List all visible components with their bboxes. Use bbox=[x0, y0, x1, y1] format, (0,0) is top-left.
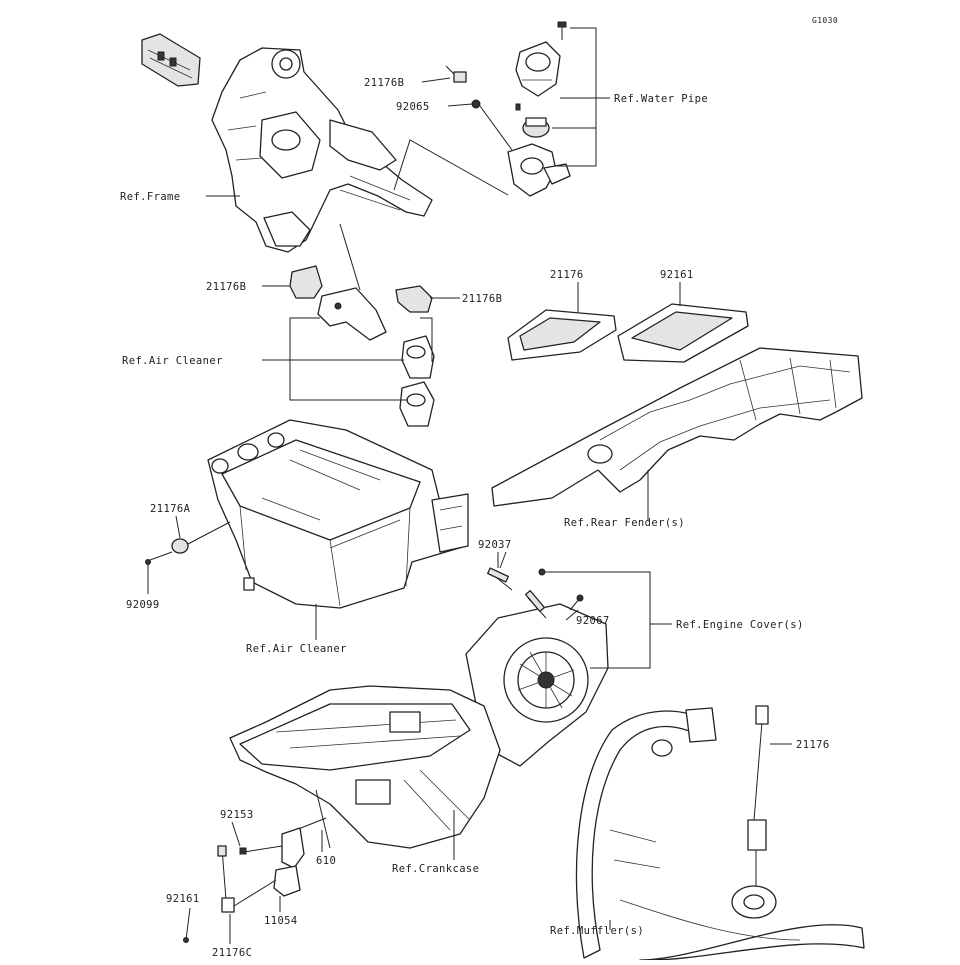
rear-fender-drawing bbox=[491, 347, 863, 520]
ref-frame-label: Ref.Frame bbox=[120, 191, 181, 203]
part-92099-label: 92099 bbox=[126, 599, 160, 611]
part-11054-label: 11054 bbox=[264, 915, 298, 927]
part-21176b-left-label: 21176B bbox=[206, 281, 246, 293]
part-21176b-right-label: 21176B bbox=[462, 293, 502, 305]
seat-parts-drawing bbox=[507, 282, 749, 363]
part-610-label: 610 bbox=[316, 855, 336, 867]
ref-crankcase-label: Ref.Crankcase bbox=[392, 863, 479, 875]
ref-air-cleaner-lower-label: Ref.Air Cleaner bbox=[246, 643, 347, 655]
part-21176-muffler-label: 21176 bbox=[796, 739, 830, 751]
sensor-assembly-bottom bbox=[183, 817, 327, 943]
part-92161-bottom-label: 92161 bbox=[166, 893, 200, 905]
leader-92065-part bbox=[479, 105, 513, 151]
crankcase-drawing bbox=[229, 685, 501, 860]
engine-cover-drawing bbox=[465, 567, 609, 767]
connector-wire bbox=[393, 139, 509, 196]
air-cleaner-upper-leaders bbox=[262, 317, 433, 401]
frame-drawing bbox=[141, 33, 433, 253]
sensor-21176a-part bbox=[145, 515, 231, 594]
part-92037-label: 92037 bbox=[478, 539, 512, 551]
part-21176b-top-label: 21176B bbox=[364, 77, 404, 89]
part-92153-label: 92153 bbox=[220, 809, 254, 821]
part-92161-top-label: 92161 bbox=[660, 269, 694, 281]
muffler-drawing bbox=[575, 705, 865, 961]
diagram-id: G1030 bbox=[812, 16, 838, 25]
part-92065-label: 92065 bbox=[396, 101, 430, 113]
ref-muffler-label: Ref.Muffler(s) bbox=[550, 925, 644, 937]
engine-cover-leaders bbox=[499, 551, 672, 669]
part-21176a-label: 21176A bbox=[150, 503, 191, 515]
part-21176c-label: 21176C bbox=[212, 947, 252, 959]
ref-engine-cover-label: Ref.Engine Cover(s) bbox=[676, 619, 804, 631]
ref-water-pipe-label: Ref.Water Pipe bbox=[614, 93, 708, 105]
sensor-parts-mid bbox=[289, 223, 435, 427]
leader-lines bbox=[206, 27, 611, 944]
ref-rear-fender-label: Ref.Rear Fender(s) bbox=[564, 517, 685, 529]
bracket-part bbox=[141, 33, 201, 87]
part-92067-label: 92067 bbox=[576, 615, 610, 627]
ref-air-cleaner-upper-label: Ref.Air Cleaner bbox=[122, 355, 223, 367]
part-21176-label: 21176 bbox=[550, 269, 584, 281]
air-cleaner-box-drawing bbox=[207, 419, 469, 609]
thermostat-housing-group bbox=[445, 21, 571, 197]
